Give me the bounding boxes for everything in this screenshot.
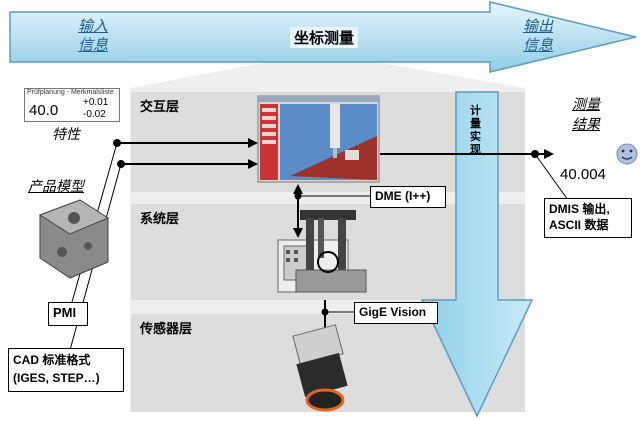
cmm-machine	[277, 210, 367, 293]
sensor-head	[292, 324, 348, 412]
flow-arrowhead-2	[248, 159, 258, 169]
dmis-leader	[534, 153, 569, 201]
nominal-value: 40.0	[29, 102, 59, 119]
sensor-layer-title: 传感器层	[140, 322, 193, 337]
gige-callout: GigE Vision	[354, 302, 438, 324]
dmis-callout-line1: DMIS 输出,	[549, 202, 610, 216]
output-label-line1: 输出	[523, 17, 554, 35]
feature-card: Prüfplanung - Merkmalsliste 40.0 +0.01 -…	[24, 88, 120, 122]
feature-caption: 特性	[52, 127, 80, 143]
cad-callout: CAD 标准格式 (IGES, STEP…)	[8, 348, 124, 392]
product-model-part	[38, 199, 110, 279]
output-arrowhead	[544, 149, 554, 159]
output-label-line2: 信息	[523, 36, 554, 54]
vertical-arrow	[420, 91, 534, 418]
lower-tolerance: -0.02	[83, 109, 106, 120]
software-screenshot	[257, 95, 380, 183]
dme-arrowhead-up	[293, 184, 303, 194]
input-label-line1: 输入	[78, 17, 109, 35]
metrology-realization-label: 计量实现	[470, 104, 481, 156]
feature-card-header: Prüfplanung - Merkmalsliste	[27, 89, 114, 96]
upper-tolerance: +0.01	[83, 97, 109, 108]
dme-arrowhead-down	[293, 228, 303, 238]
result-value: 40.004	[560, 166, 606, 183]
product-model-label: 产品模型	[28, 179, 84, 195]
cad-callout-line2: (IGES, STEP…)	[13, 371, 100, 385]
dmis-callout: DMIS 输出, ASCII 数据	[544, 198, 632, 238]
system-layer-title: 系统层	[140, 212, 180, 227]
result-title-line1: 测量	[572, 97, 600, 113]
coordinate-measurement-title: 坐标测量	[290, 27, 359, 48]
smiley-icon	[616, 143, 638, 165]
cad-callout-line1: CAD 标准格式	[13, 353, 91, 367]
pmi-callout: PMI	[48, 302, 88, 326]
interaction-layer-title: 交互层	[140, 100, 180, 115]
dmis-callout-line2: ASCII 数据	[549, 218, 609, 232]
result-title-line2: 结果	[572, 117, 600, 133]
flow-arrowhead-1	[248, 138, 258, 148]
dme-callout: DME (I++)	[370, 186, 446, 208]
input-label-line2: 信息	[78, 36, 109, 54]
